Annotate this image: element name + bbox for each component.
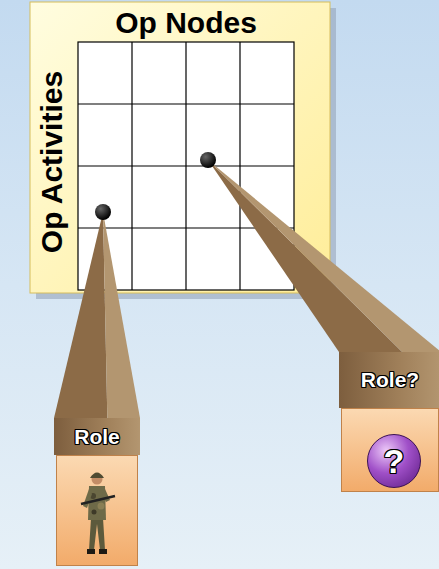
beam-end-face: Role bbox=[54, 418, 140, 455]
question-mark: ? bbox=[384, 443, 405, 479]
beam-end-face: Role? bbox=[339, 352, 439, 408]
soldier-rifle bbox=[81, 496, 115, 504]
matrix-panel: Op Nodes Op Activities bbox=[30, 2, 330, 293]
soldier-helmet bbox=[90, 473, 104, 479]
soldier-boot bbox=[99, 549, 107, 554]
cell-dot bbox=[95, 204, 111, 220]
row-heading: Op Activities bbox=[35, 71, 69, 253]
grid-line bbox=[78, 165, 294, 166]
camo-patch bbox=[92, 510, 97, 515]
beam-face bbox=[208, 160, 439, 352]
role-label: Role? bbox=[339, 352, 439, 408]
projection-beam bbox=[208, 160, 439, 352]
role-label: Role bbox=[54, 418, 140, 455]
grid-frame bbox=[78, 42, 294, 290]
soldier-legs bbox=[89, 518, 105, 550]
matrix-grid bbox=[78, 42, 294, 290]
soldier-figure bbox=[77, 462, 117, 562]
beam-face bbox=[103, 212, 140, 418]
column-heading: Op Nodes bbox=[78, 6, 294, 40]
role-box: Role?? bbox=[339, 352, 439, 492]
grid-line bbox=[78, 103, 294, 104]
camo-patch bbox=[98, 503, 105, 510]
question-ball: ? bbox=[367, 434, 421, 488]
role-box: Role bbox=[54, 418, 140, 566]
role-front bbox=[56, 455, 138, 566]
soldier-arm bbox=[83, 489, 92, 508]
soldier-boot bbox=[87, 549, 95, 554]
cell-dot bbox=[200, 152, 216, 168]
